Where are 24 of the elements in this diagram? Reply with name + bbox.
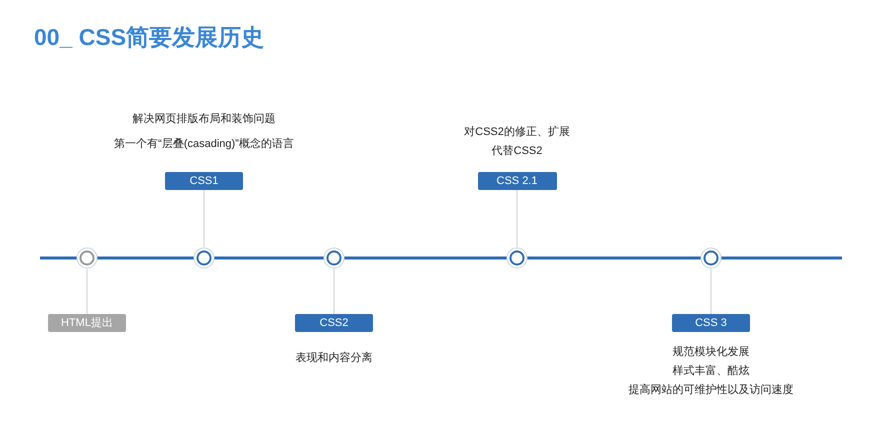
description-text: 样式丰富、酷炫 — [672, 364, 750, 379]
timeline-marker — [506, 247, 528, 269]
version-label: CSS 2.1 — [478, 172, 556, 190]
timeline-marker — [323, 247, 345, 269]
timeline-marker — [76, 247, 98, 269]
description-text: 提高网站的可维护性以及访问速度 — [628, 382, 794, 398]
description-text: 代替CSS2 — [490, 144, 544, 159]
version-label: CSS 3 — [672, 314, 750, 332]
description-text: 规范模块化发展 — [672, 345, 750, 360]
description-text: 对CSS2的修正、扩展 — [463, 124, 571, 140]
page-title: 00_ CSS简要发展历史 — [34, 23, 264, 52]
connector-line — [86, 269, 88, 314]
connector-line — [516, 190, 518, 247]
connector-line — [203, 190, 205, 247]
connector-line — [333, 269, 335, 314]
version-label: HTML提出 — [48, 314, 126, 332]
version-label: CSS2 — [295, 314, 373, 332]
description-text: 第一个有“层叠(casading)”概念的语言 — [113, 136, 295, 152]
timeline-marker — [700, 247, 722, 269]
connector-line — [710, 269, 712, 314]
version-label: CSS1 — [165, 172, 243, 190]
timeline-marker — [193, 247, 215, 269]
description-text: 解决网页排版布局和装饰问题 — [132, 112, 276, 127]
description-text: 表现和内容分离 — [294, 350, 374, 366]
